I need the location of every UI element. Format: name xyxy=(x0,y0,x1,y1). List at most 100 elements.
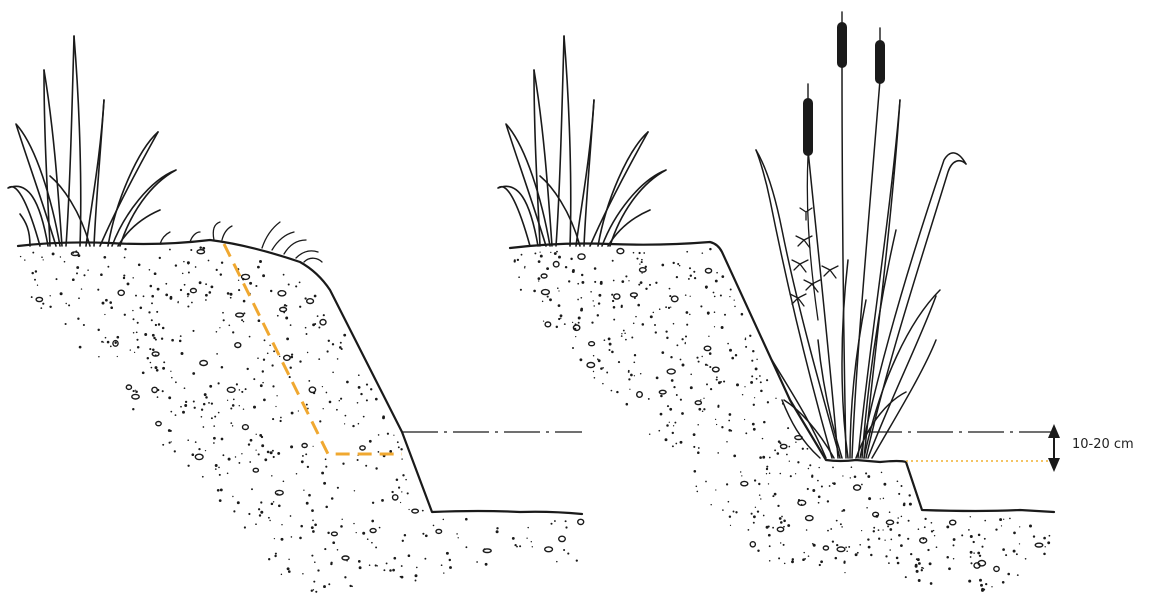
soil-speck xyxy=(191,453,194,456)
soil-speck xyxy=(323,314,325,316)
soil-speck xyxy=(666,424,669,427)
soil-speck xyxy=(568,280,570,282)
soil-speck xyxy=(151,295,154,298)
soil-speck xyxy=(171,441,172,442)
soil-speck xyxy=(840,523,842,525)
soil-speck xyxy=(299,306,301,308)
soil-pebble xyxy=(227,387,235,392)
soil-speck xyxy=(299,360,301,362)
soil-speck xyxy=(275,553,277,555)
soil-pebble xyxy=(578,519,584,524)
soil-speck xyxy=(859,544,861,546)
soil-speck xyxy=(135,390,136,391)
soil-speck xyxy=(291,412,294,415)
soil-speck xyxy=(389,450,392,453)
soil-speck xyxy=(443,519,445,521)
soil-speck xyxy=(558,290,559,291)
soil-speck xyxy=(372,502,374,504)
soil-speck xyxy=(611,351,614,354)
soil-speck xyxy=(953,538,956,541)
soil-speck xyxy=(1001,525,1002,526)
soil-speck xyxy=(77,318,79,320)
soil-speck xyxy=(778,440,781,443)
soil-speck xyxy=(356,532,357,533)
soil-speck xyxy=(534,252,536,254)
soil-speck xyxy=(49,295,50,296)
soil-speck xyxy=(228,458,231,461)
soil-speck xyxy=(241,319,243,321)
soil-speck xyxy=(844,572,845,573)
soil-speck xyxy=(323,408,324,409)
soil-speck xyxy=(905,576,907,578)
soil-speck xyxy=(698,408,701,411)
soil-speck xyxy=(715,489,716,490)
soil-speck xyxy=(550,523,552,525)
soil-speck xyxy=(213,437,216,440)
soil-speck xyxy=(921,569,923,571)
soil-speck xyxy=(496,527,498,529)
soil-speck xyxy=(110,306,113,309)
grass-clump-icon xyxy=(498,36,666,246)
soil-speck xyxy=(999,518,1002,521)
soil-speck xyxy=(611,294,613,296)
soil-speck xyxy=(889,528,892,531)
soil-speck xyxy=(907,538,909,540)
soil-pebble xyxy=(659,390,666,394)
soil-pebble xyxy=(242,274,250,279)
soil-speck xyxy=(600,282,603,285)
soil-speck xyxy=(777,452,780,455)
soil-speck xyxy=(564,323,566,325)
soil-speck xyxy=(978,534,981,537)
soil-speck xyxy=(1019,526,1020,527)
soil-pebble xyxy=(118,290,124,295)
soil-speck xyxy=(104,314,105,315)
soil-speck xyxy=(114,342,116,344)
soil-speck xyxy=(398,446,400,448)
soil-speck xyxy=(227,400,228,401)
soil-speck xyxy=(280,417,282,419)
soil-speck xyxy=(696,486,698,488)
soil-speck xyxy=(476,561,478,563)
soil-speck xyxy=(517,259,519,261)
soil-speck xyxy=(612,260,614,262)
soil-speck xyxy=(633,323,635,325)
soil-speck xyxy=(629,389,630,390)
soil-speck xyxy=(854,475,857,478)
soil-speck xyxy=(151,302,153,304)
soil-speck xyxy=(897,562,900,565)
soil-speck xyxy=(133,318,135,320)
soil-speck xyxy=(249,282,252,285)
soil-pebble xyxy=(631,293,638,297)
soil-speck xyxy=(209,291,212,294)
soil-speck xyxy=(263,359,265,361)
soil-pebble xyxy=(195,454,203,459)
soil-speck xyxy=(581,281,584,284)
soil-speck xyxy=(393,435,394,436)
soil-speck xyxy=(807,448,809,450)
soil-speck xyxy=(757,549,759,551)
soil-speck xyxy=(690,296,691,297)
soil-speck xyxy=(327,532,329,534)
soil-speck xyxy=(232,425,233,426)
soil-pebble xyxy=(132,394,139,399)
soil-speck xyxy=(709,366,711,368)
soil-pebble xyxy=(197,250,204,254)
soil-speck xyxy=(344,423,345,424)
soil-speck xyxy=(298,410,299,411)
soil-speck xyxy=(456,533,458,535)
soil-pebble xyxy=(483,549,491,553)
soil-speck xyxy=(908,520,910,522)
soil-speck xyxy=(263,399,266,402)
soil-speck xyxy=(649,284,651,286)
soil-speck xyxy=(314,523,317,526)
soil-speck xyxy=(665,306,667,308)
soil-speck xyxy=(165,283,167,285)
soil-speck xyxy=(318,358,320,360)
soil-speck xyxy=(250,439,253,442)
soil-speck xyxy=(317,569,319,571)
soil-speck xyxy=(818,502,820,504)
soil-speck xyxy=(243,321,244,322)
soil-speck xyxy=(154,272,157,275)
soil-speck xyxy=(608,337,611,340)
soil-speck xyxy=(230,407,232,409)
